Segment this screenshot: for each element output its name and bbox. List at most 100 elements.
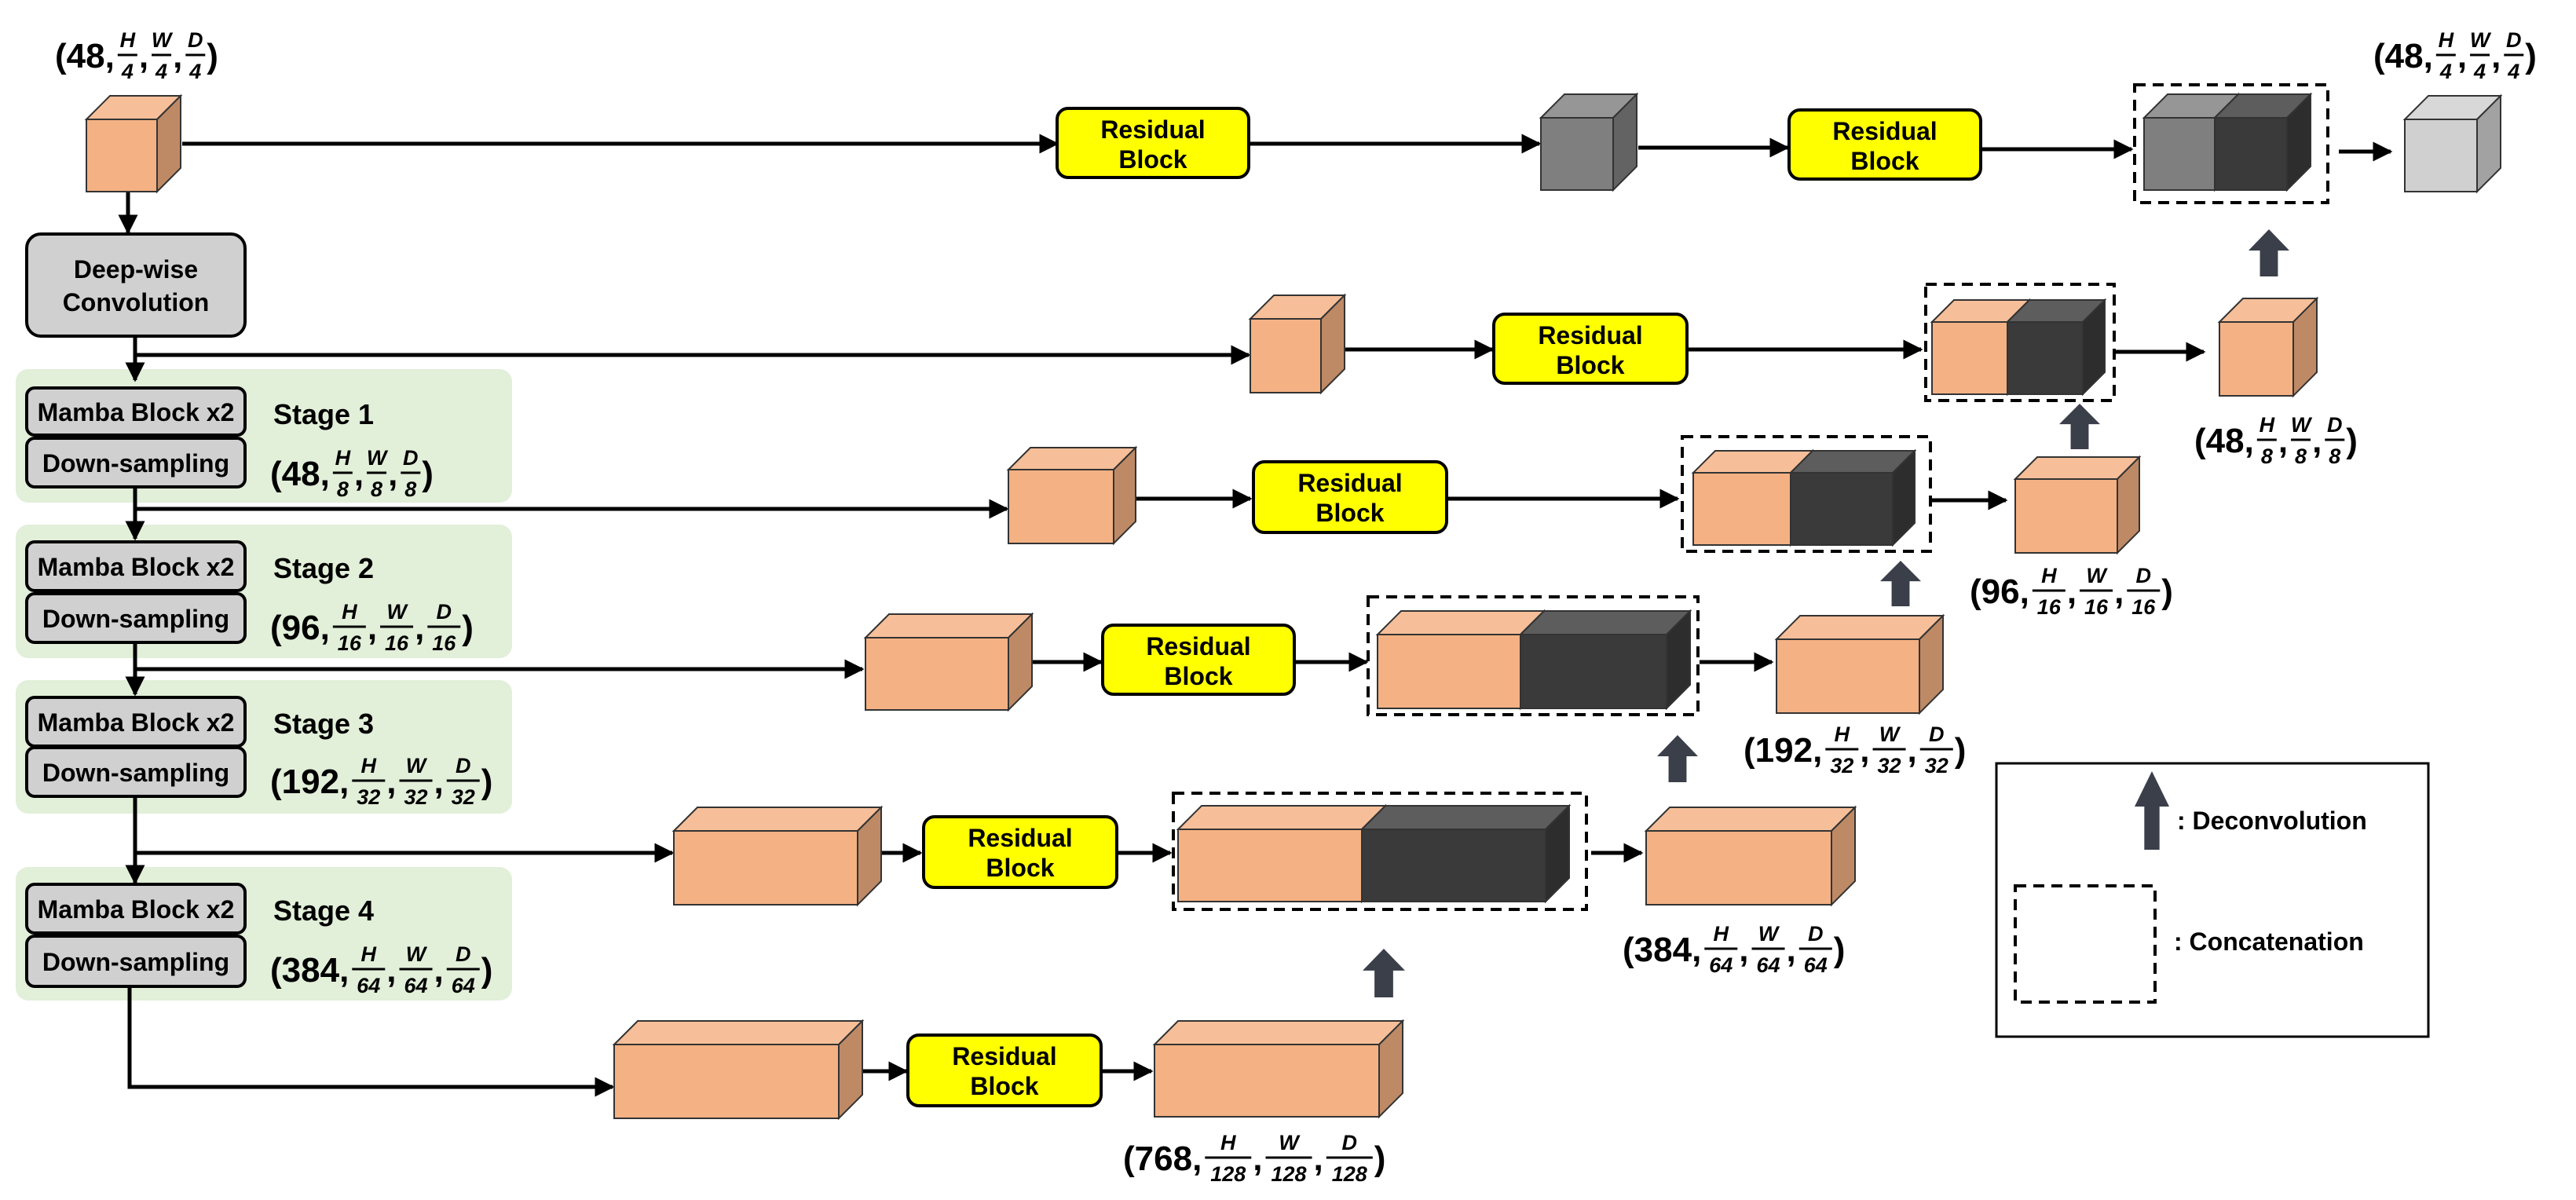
cube-front [1790, 472, 1894, 546]
concat-box-row2 [1681, 435, 1932, 553]
cube-front [2214, 117, 2288, 191]
cube-top [1359, 805, 1572, 830]
dim-fraction-den: 64 [1757, 953, 1780, 977]
skip-cube-row2 [1006, 445, 1138, 546]
dim-separator: , [368, 609, 377, 647]
dim-fraction-num: W [2470, 28, 2492, 52]
residual-label-2: Block [1164, 662, 1232, 690]
cube-top [1774, 615, 1945, 640]
dim-fraction-den: 4 [155, 60, 167, 83]
dim-separator: , [2491, 37, 2501, 75]
downsampling-label: Down-sampling [42, 449, 229, 477]
dim-separator: ) [481, 951, 493, 990]
dim-label-dec3: (192,H32,W32,D32) [1744, 723, 1966, 777]
residual-label-2: Block [970, 1072, 1038, 1100]
dim-label-input: (48,H4,W4,D4) [55, 28, 218, 83]
deepwise-label-1: Deep-wise [74, 255, 198, 284]
deconv-arrow-row1 [2059, 404, 2100, 449]
dim-fraction-num: H [1220, 1131, 1236, 1154]
dim-label-stage-2: (96,H16,W16,D16) [270, 600, 474, 655]
dim-fraction-num: D [456, 754, 471, 777]
dim-channels: (48, [2194, 422, 2254, 460]
residual-label-1: Residual [952, 1042, 1056, 1070]
dim-separator: , [2067, 573, 2077, 611]
legend-deconvolution-label: : Deconvolution [2177, 807, 2367, 835]
residual-block-r0a: Residual Block [1056, 107, 1250, 179]
residual-label-1: Residual [1100, 115, 1205, 144]
dim-separator: ) [481, 763, 493, 801]
dim-fraction-den: 64 [404, 974, 428, 997]
dim-separator: ) [422, 455, 434, 493]
cube-front [2219, 321, 2294, 397]
cube-front [1645, 830, 1832, 905]
dim-separator: , [1908, 731, 1917, 770]
dim-separator: ) [462, 609, 474, 647]
dim-separator: ) [1834, 931, 1846, 969]
dim-fraction-num: H [2439, 28, 2454, 52]
dim-separator: , [354, 455, 364, 493]
concat-boxes [1172, 83, 2329, 911]
dim-separator: ) [2346, 422, 2358, 460]
dim-label-dec4: (384,H64,W64,D64) [1623, 922, 1845, 977]
residual-label-2: Block [1118, 145, 1187, 174]
dim-fraction-num: W [1758, 922, 1780, 946]
cube-front [86, 119, 158, 192]
skip-cube-row0 [1539, 92, 1639, 192]
dim-separator: ) [2525, 37, 2537, 75]
dim-fraction-num: W [1879, 723, 1901, 746]
dim-label-dec1: (48,H8,W8,D8) [2194, 413, 2358, 468]
cube-front [673, 830, 858, 905]
dim-separator: ) [1374, 1140, 1386, 1178]
cube-front [1008, 469, 1114, 544]
dim-fraction-num: D [2327, 413, 2343, 437]
deepwise-convolution-block: Deep-wise Convolution [25, 232, 247, 338]
cube-front [1361, 829, 1546, 902]
cube-top [1518, 610, 1692, 635]
dim-fraction-num: D [2136, 564, 2152, 587]
dim-fraction-num: D [1342, 1131, 1358, 1154]
dim-separator: , [434, 951, 444, 990]
dim-fraction-num: W [2086, 564, 2108, 587]
dim-fraction-den: 16 [385, 631, 409, 655]
dim-channels: (384, [270, 951, 349, 990]
concat-skip-cube-row4 [1176, 803, 1388, 904]
dim-fraction-den: 32 [404, 785, 428, 809]
legend-deconvolution-icon [2135, 771, 2169, 850]
dim-separator: , [388, 455, 397, 493]
dim-fraction-num: H [361, 942, 377, 966]
mamba-block-label: Mamba Block x2 [38, 398, 235, 426]
residual-block-bottleneck: Residual Block [906, 1034, 1103, 1107]
dim-fraction-den: 4 [121, 60, 134, 83]
dim-separator: , [2114, 573, 2124, 611]
cube-top [1152, 1020, 1405, 1045]
cube-front [1931, 321, 2008, 395]
dim-label-dec2: (96,H16,W16,D16) [1970, 564, 2173, 619]
downsampling-label: Down-sampling [42, 948, 229, 976]
dim-fraction-num: D [437, 600, 452, 624]
dim-fraction-den: 16 [2084, 595, 2109, 619]
cube-front [865, 637, 1009, 711]
dim-channels: (192, [1744, 731, 1822, 770]
dim-fraction-den: 8 [2261, 445, 2273, 468]
cube-top [1176, 805, 1388, 830]
dim-fraction-num: W [367, 446, 389, 470]
residual-block-r1: Residual Block [1492, 313, 1689, 385]
deconv-arrow-row3 [1657, 735, 1698, 782]
dim-fraction-den: 64 [452, 974, 475, 997]
dim-fraction-den: 128 [1210, 1162, 1246, 1186]
dim-fraction-den: 16 [2131, 595, 2156, 619]
dim-separator: , [1860, 731, 1869, 770]
dim-fraction-den: 64 [1709, 953, 1733, 977]
residual-label-1: Residual [1297, 469, 1402, 497]
deepwise-label-2: Convolution [63, 288, 210, 316]
legend-arrow-shape [2135, 771, 2169, 850]
dim-fraction-den: 16 [338, 631, 362, 655]
feature-cubes [84, 92, 2503, 1121]
dim-fraction-den: 8 [404, 477, 416, 501]
dec-cube-row3 [1774, 613, 1945, 715]
dim-fraction-den: 8 [2295, 445, 2307, 468]
residual-block-r4: Residual Block [922, 815, 1118, 889]
dim-separator: , [1314, 1140, 1323, 1178]
cube-top [1375, 610, 1546, 635]
dim-label-stage-3: (192,H32,W32,D32) [270, 754, 492, 809]
